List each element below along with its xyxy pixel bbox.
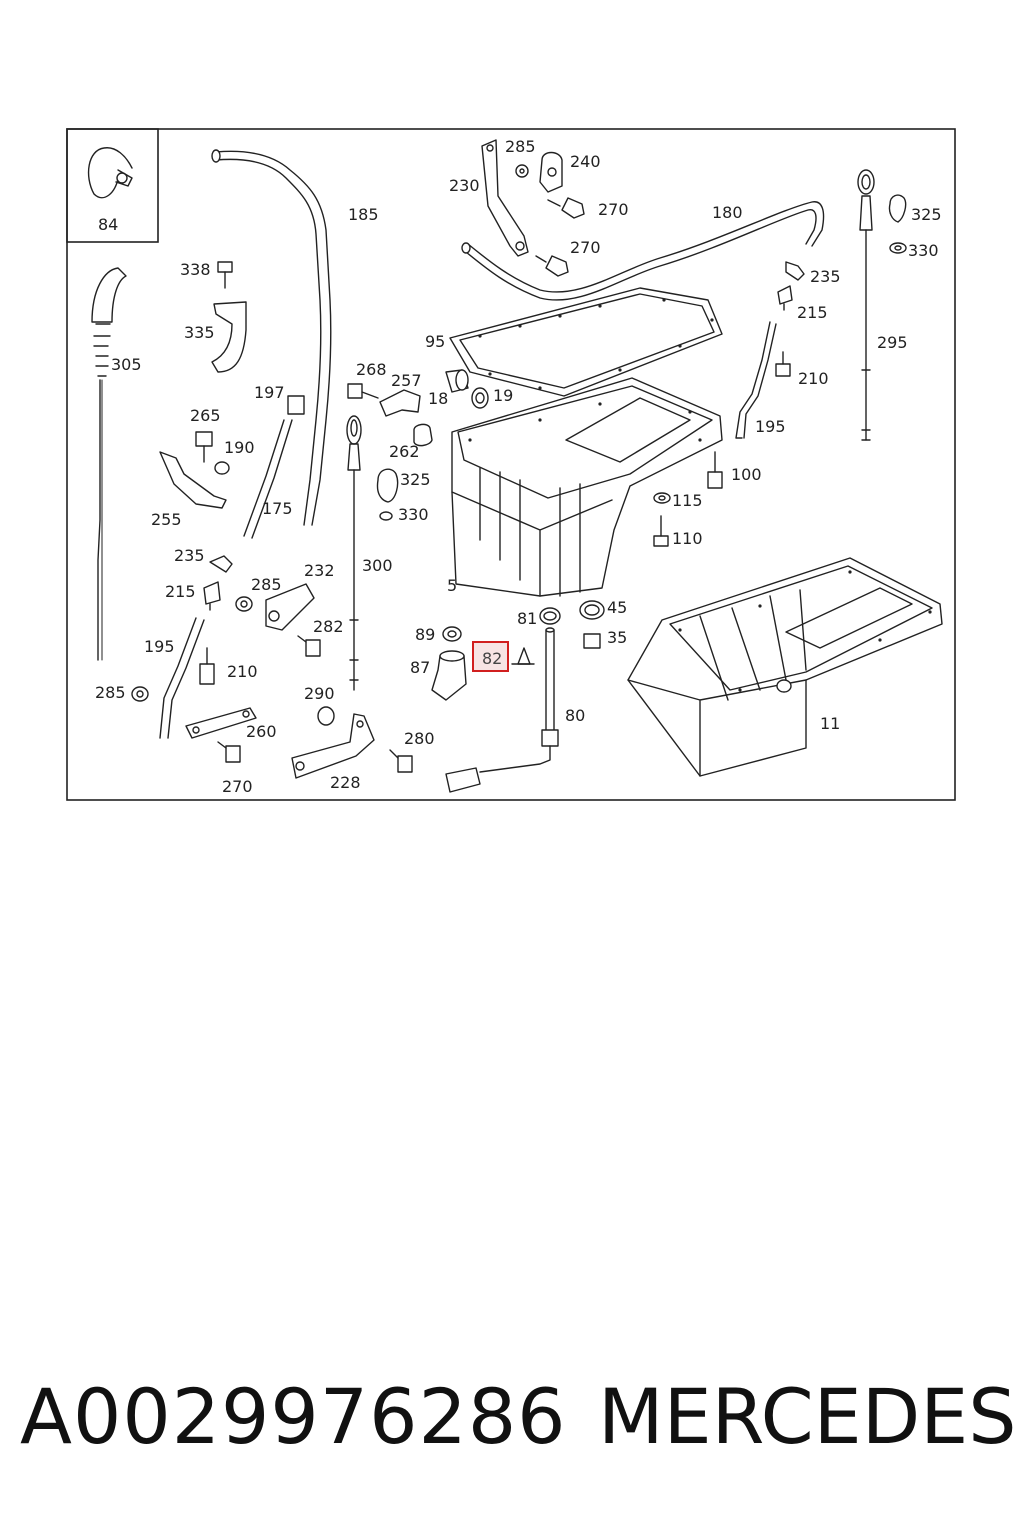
tube-175	[243, 395, 305, 539]
label-285: 285	[505, 137, 536, 156]
label-190: 190	[224, 438, 255, 457]
label-338: 338	[180, 260, 211, 279]
label-180: 180	[712, 203, 743, 222]
parts-diagram: 84	[66, 128, 956, 801]
label-235: 235	[174, 546, 205, 565]
label-228: 228	[330, 773, 361, 792]
label-89: 89	[415, 625, 435, 644]
label-285: 285	[95, 683, 126, 702]
label-175: 175	[262, 499, 293, 518]
brackets-left	[131, 617, 215, 739]
inset-label: 84	[98, 215, 118, 234]
label-295: 295	[877, 333, 908, 352]
bracket-230	[481, 139, 529, 257]
label-262: 262	[389, 442, 420, 461]
label-230: 230	[449, 176, 480, 195]
brackets-bottom	[185, 706, 413, 779]
part-82	[511, 647, 535, 665]
label-80: 80	[565, 706, 585, 725]
label-270: 270	[598, 200, 629, 219]
label-195: 195	[755, 417, 786, 436]
label-5: 5	[447, 576, 457, 595]
dipstick-295	[857, 169, 907, 441]
label-195: 195	[144, 637, 175, 656]
inset-box-84: 84	[66, 128, 159, 243]
label-215: 215	[797, 303, 828, 322]
oil-pan-5	[451, 377, 723, 597]
rings-81-45-35	[539, 600, 605, 649]
label-265: 265	[190, 406, 221, 425]
label-215: 215	[165, 582, 196, 601]
label-18: 18	[428, 389, 448, 408]
label-235: 235	[810, 267, 841, 286]
bracket-255	[159, 431, 230, 509]
label-257: 257	[391, 371, 422, 390]
oil-pan-11	[627, 557, 943, 777]
bolts-right	[653, 451, 723, 547]
label-19: 19	[493, 386, 513, 405]
bracket-232	[235, 583, 321, 657]
label-11: 11	[820, 714, 840, 733]
part-number: A0029976286	[20, 1372, 567, 1461]
label-255: 255	[151, 510, 182, 529]
label-81: 81	[517, 609, 537, 628]
sensor-80	[445, 627, 559, 793]
gasket-95	[449, 287, 723, 397]
highlight-label-82: 82	[482, 649, 502, 668]
label-260: 260	[246, 722, 277, 741]
bracket-335	[211, 261, 247, 373]
label-115: 115	[672, 491, 703, 510]
label-330: 330	[908, 241, 939, 260]
small-parts-left	[203, 555, 233, 611]
label-95: 95	[425, 332, 445, 351]
label-197: 197	[254, 383, 285, 402]
label-285: 285	[251, 575, 282, 594]
tube-185	[211, 149, 332, 526]
label-280: 280	[404, 729, 435, 748]
label-110: 110	[672, 529, 703, 548]
label-270: 270	[570, 238, 601, 257]
label-240: 240	[570, 152, 601, 171]
label-232: 232	[304, 561, 335, 580]
label-325: 325	[911, 205, 942, 224]
dipstick-300	[346, 415, 399, 691]
label-325: 325	[400, 470, 431, 489]
sensor-87	[431, 626, 467, 701]
label-35: 35	[607, 628, 627, 647]
label-87: 87	[410, 658, 430, 677]
label-290: 290	[304, 684, 335, 703]
label-270: 270	[222, 777, 253, 796]
label-330: 330	[398, 505, 429, 524]
label-185: 185	[348, 205, 379, 224]
dipstick-305	[91, 267, 127, 661]
label-100: 100	[731, 465, 762, 484]
label-45: 45	[607, 598, 627, 617]
brand-name: MERCEDES	[598, 1372, 1017, 1461]
callout-labels: 185 285 240 230 270 180 270 325 330 338 …	[95, 137, 942, 796]
label-268: 268	[356, 360, 387, 379]
label-210: 210	[798, 369, 829, 388]
diagram-frame	[66, 128, 956, 801]
label-335: 335	[184, 323, 215, 342]
small-parts-top	[515, 151, 585, 277]
highlight-box-82	[472, 641, 509, 672]
tube-180	[461, 201, 825, 301]
label-210: 210	[227, 662, 258, 681]
label-282: 282	[313, 617, 344, 636]
label-300: 300	[362, 556, 393, 575]
small-parts-right	[735, 261, 805, 439]
clamp-257	[347, 383, 421, 417]
label-305: 305	[111, 355, 142, 374]
plugs-18-19-262	[413, 369, 489, 447]
